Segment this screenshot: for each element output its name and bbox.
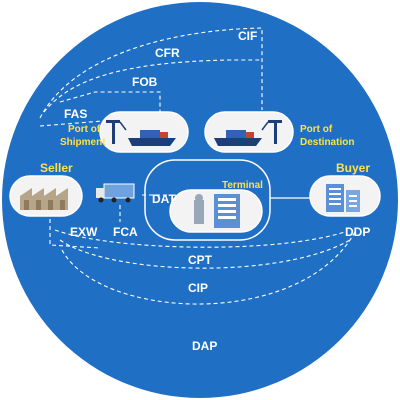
label-cfr: CFR — [155, 46, 180, 60]
label-cpt: CPT — [188, 253, 213, 267]
label-port-of-destination-line1: Port of — [300, 124, 333, 135]
label-port-of-shipment-line1: Port of — [68, 124, 101, 135]
terminal-building-icon — [194, 194, 240, 228]
seller-box — [9, 175, 83, 217]
factory-icon — [20, 188, 68, 210]
cargo-ship-icon — [214, 130, 262, 146]
label-dap: DAP — [192, 339, 217, 353]
harbor-crane-icon — [106, 120, 127, 144]
terminal-outer-frame — [144, 159, 271, 241]
label-seller: Seller — [40, 161, 73, 175]
label-fas: FAS — [64, 107, 87, 121]
label-exw: EXW — [70, 225, 98, 239]
label-fob: FOB — [132, 75, 158, 89]
port-of-shipment-box — [99, 111, 189, 153]
dap-line — [61, 231, 356, 305]
cargo-ship-icon — [128, 130, 176, 146]
office-building-icon — [326, 184, 360, 212]
cfr-line — [43, 59, 262, 113]
label-port-of-destination-line2: Destination — [300, 137, 354, 148]
incoterm-connector-lines — [39, 27, 356, 305]
terminal-box — [169, 189, 263, 233]
cip-line — [59, 239, 351, 269]
fas-line — [39, 119, 116, 127]
truck-icon — [96, 183, 135, 203]
label-port-of-shipment-line2: Shipment — [60, 137, 106, 148]
label-fca: FCA — [113, 225, 138, 239]
harbor-crane-icon — [261, 120, 282, 144]
label-ddp: DDP — [345, 225, 370, 239]
label-buyer: Buyer — [336, 161, 370, 175]
cif-line — [39, 27, 263, 119]
label-cip: CIP — [188, 281, 208, 295]
label-dat: DAT — [152, 192, 176, 206]
exw-line — [49, 212, 101, 249]
buyer-box — [309, 175, 381, 217]
label-cif: CIF — [238, 29, 257, 43]
port-of-destination-box — [204, 111, 294, 153]
label-terminal: Terminal — [222, 180, 263, 191]
